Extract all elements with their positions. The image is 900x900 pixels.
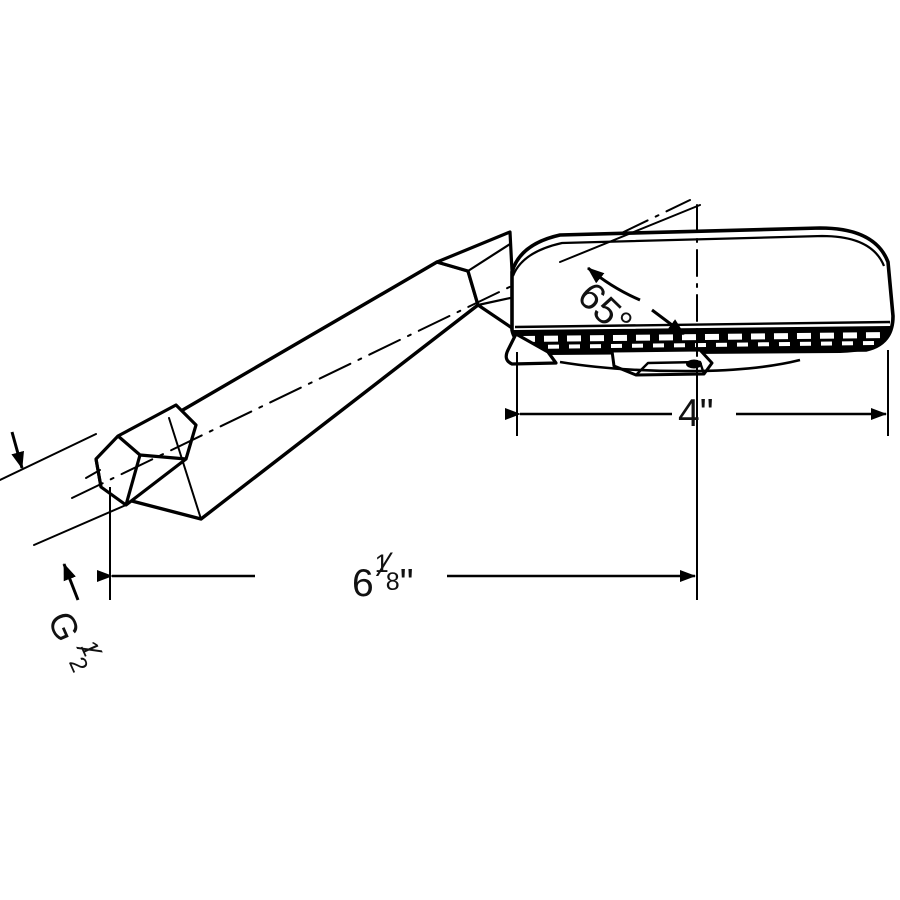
length-unit: " (399, 562, 414, 605)
length-whole-number: 6 (352, 562, 374, 605)
angle-dimension-lines (559, 204, 701, 357)
diameter-unit: " (699, 392, 714, 435)
shower-head (510, 226, 895, 354)
fraction-slash-icon: ⁄ (382, 546, 389, 584)
handle-end-cap (94, 403, 198, 507)
spray-face-plate (513, 325, 892, 356)
thread-dimension-arrows (10, 431, 80, 601)
length-fraction: 1⁄8 (374, 548, 400, 596)
diameter-dimension-label: 4" (678, 394, 714, 433)
angle-dimension-arrows (587, 266, 685, 336)
handle-body (126, 260, 480, 521)
thread-extension-lines (0, 433, 127, 546)
spray-face-edge-hook (504, 332, 558, 366)
spray-face-bottom-lip (559, 358, 801, 373)
length-fraction-denominator: 8 (385, 568, 400, 596)
length-fraction-numerator: 1 (374, 550, 389, 578)
diameter-value: 4 (678, 392, 700, 435)
diameter-extension-lines (516, 350, 889, 436)
handle-seam-lines (168, 261, 469, 520)
